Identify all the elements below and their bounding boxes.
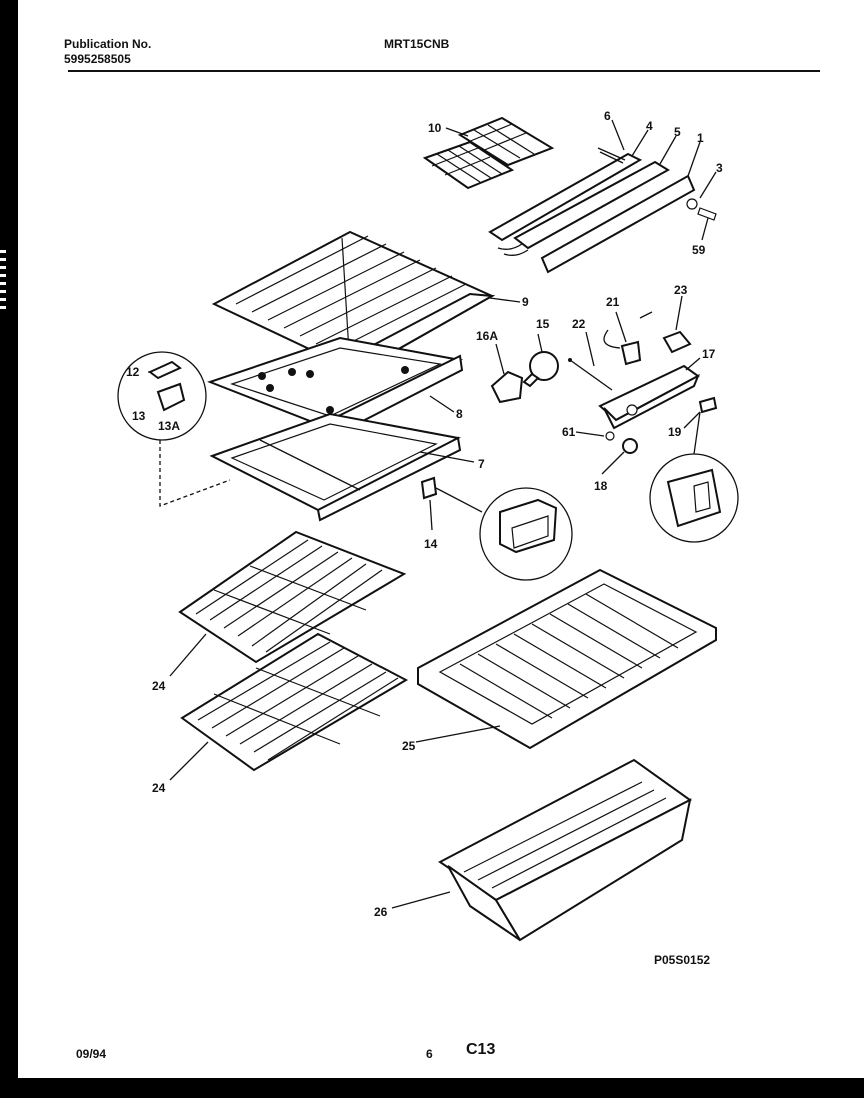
leader-lines xyxy=(148,119,717,909)
switch-part xyxy=(420,476,573,581)
lower-frame-part xyxy=(209,412,462,522)
callout-16a: 16A xyxy=(476,329,498,343)
crisper-drawer-part xyxy=(438,758,692,942)
callout-12: 12 xyxy=(126,365,140,379)
wire-shelf-lower-part xyxy=(180,632,409,772)
callout-7: 7 xyxy=(478,457,485,471)
model-number: MRT15CNB xyxy=(384,37,450,51)
callout-18: 18 xyxy=(594,479,608,493)
wire-shelf-upper-part xyxy=(178,530,407,664)
callout-26: 26 xyxy=(374,905,388,919)
callout-24-lower: 24 xyxy=(152,781,166,795)
crisper-cover-part xyxy=(417,568,717,750)
callout-10: 10 xyxy=(428,121,442,135)
callout-3: 3 xyxy=(716,161,723,175)
callout-22: 22 xyxy=(572,317,586,331)
parts-diagram-sheet: Publication No. 5995258505 MRT15CNB xyxy=(18,0,864,1078)
footer-date: 09/94 xyxy=(76,1047,106,1061)
callout-13a: 13A xyxy=(158,419,180,433)
callout-13: 13 xyxy=(132,409,146,423)
ice-tray-part xyxy=(422,116,555,190)
scan-edge-marks xyxy=(0,250,6,410)
callout-25: 25 xyxy=(402,739,416,753)
control-parts xyxy=(490,311,739,543)
callout-59: 59 xyxy=(692,243,706,257)
header-rule xyxy=(68,70,820,72)
callout-17: 17 xyxy=(702,347,716,361)
callout-8: 8 xyxy=(456,407,463,421)
callout-23: 23 xyxy=(674,283,688,297)
publication-label: Publication No. xyxy=(64,37,152,51)
callout-1: 1 xyxy=(697,131,704,145)
callout-19: 19 xyxy=(668,425,682,439)
callout-61: 61 xyxy=(562,425,576,439)
callout-21: 21 xyxy=(606,295,620,309)
callout-24-upper: 24 xyxy=(152,679,166,693)
callout-15: 15 xyxy=(536,317,550,331)
callout-5: 5 xyxy=(674,125,681,139)
rail-parts xyxy=(488,147,717,274)
footer-page: 6 xyxy=(426,1047,433,1061)
bracket-detail-part xyxy=(117,351,231,507)
callout-14: 14 xyxy=(424,537,438,551)
callout-6: 6 xyxy=(604,109,611,123)
callout-4: 4 xyxy=(646,119,653,133)
publication-number: 5995258505 xyxy=(64,52,131,66)
footer-section: C13 xyxy=(466,1041,495,1058)
figure-code: P05S0152 xyxy=(654,953,710,967)
callout-9: 9 xyxy=(522,295,529,309)
